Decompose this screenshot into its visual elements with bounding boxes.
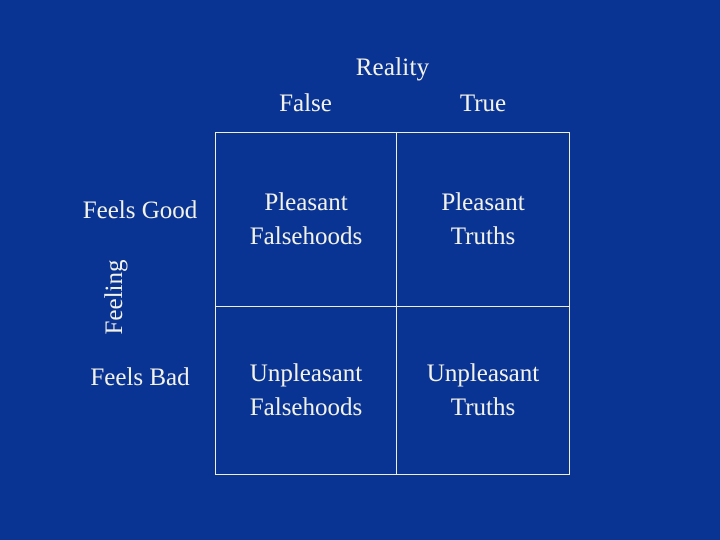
matrix-cell-unpleasant-falsehoods: Unpleasant Falsehoods: [216, 307, 397, 474]
matrix-cell-label: Unpleasant Falsehoods: [249, 359, 363, 421]
matrix-cell-pleasant-falsehoods: Pleasant Falsehoods: [216, 133, 397, 307]
row-header-feels-good: Feels Good: [82, 197, 198, 224]
row-axis-title: Feeling: [101, 259, 128, 335]
quadrant-matrix: Pleasant Falsehoods Pleasant Truths Unpl…: [215, 132, 570, 475]
column-header-false: False: [279, 90, 332, 117]
matrix-cell-label: Pleasant Truths: [441, 188, 525, 250]
matrix-cell-label: Pleasant Falsehoods: [249, 188, 363, 250]
matrix-cell-unpleasant-truths: Unpleasant Truths: [397, 307, 569, 474]
matrix-cell-label: Unpleasant Truths: [426, 359, 540, 421]
row-header-feels-bad: Feels Bad: [90, 364, 190, 391]
matrix-cell-pleasant-truths: Pleasant Truths: [397, 133, 569, 307]
column-axis-title: Reality: [355, 54, 430, 81]
column-header-true: True: [459, 90, 507, 117]
